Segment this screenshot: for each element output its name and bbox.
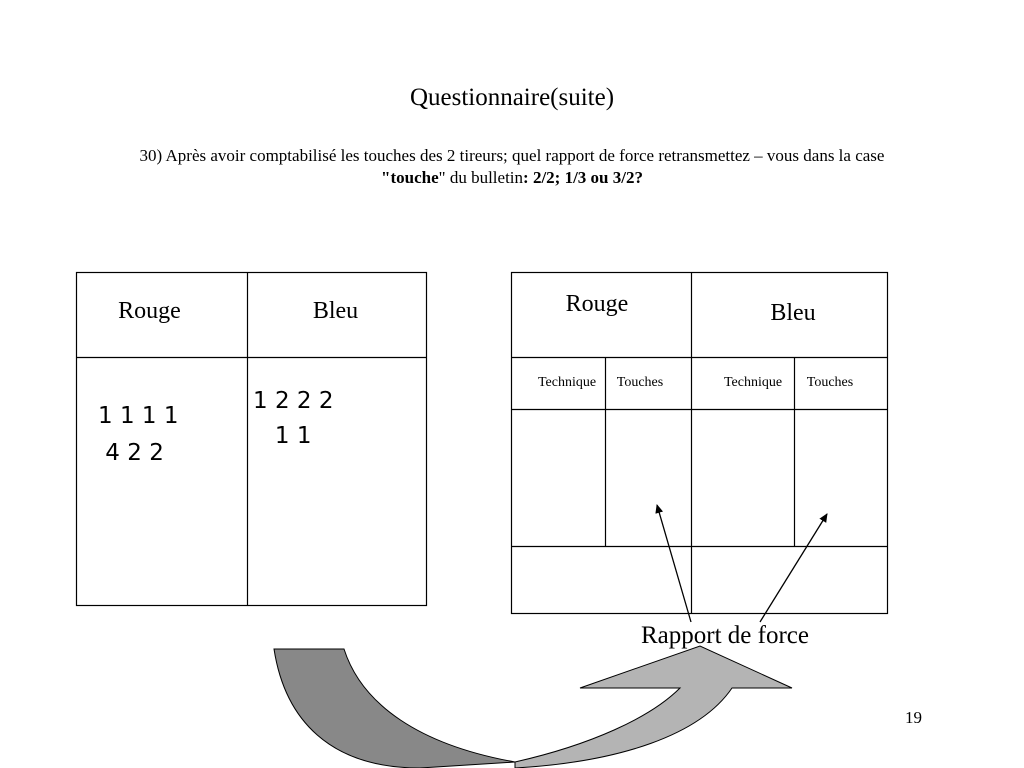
- arrow-to-bleu-touches: [759, 513, 828, 623]
- page-number: 19: [905, 708, 922, 727]
- bleu-touch-line2: 1 1: [253, 423, 312, 449]
- question-quote-open: ": [381, 168, 391, 187]
- question-bold-word: touche: [390, 168, 439, 187]
- rouge-touch-line1: 1 1 1 1: [98, 403, 179, 429]
- question-quote-close: ": [438, 168, 446, 187]
- arrow-to-rouge-touches: [655, 504, 692, 623]
- curved-arrow-icon: [273, 645, 793, 768]
- question-part1: 30) Après avoir comptabilisé les touches…: [139, 146, 885, 165]
- bleu-touch-line1: 1 2 2 2: [253, 388, 334, 414]
- right-bleu-touches-header: Touches: [806, 375, 854, 390]
- right-rouge-technique-header: Technique: [537, 375, 597, 390]
- left-table-grid: [75, 271, 428, 607]
- rouge-touch-line2: 4 2 2: [98, 440, 164, 466]
- right-col-bleu-header: Bleu: [770, 300, 816, 326]
- slide-title: Questionnaire(suite): [409, 84, 615, 111]
- left-col-bleu-header: Bleu: [312, 298, 359, 324]
- right-table-grid: [510, 271, 889, 615]
- question-part2: du bulletin: [445, 168, 524, 187]
- rapport-de-force-label: Rapport de force: [641, 622, 809, 649]
- question-text: 30) Après avoir comptabilisé les touches…: [40, 145, 984, 189]
- right-bleu-technique-header: Technique: [723, 375, 783, 390]
- right-col-rouge-header: Rouge: [565, 291, 629, 317]
- question-options: : 2/2; 1/3 ou 3/2?: [523, 168, 643, 187]
- right-rouge-touches-header: Touches: [616, 375, 664, 390]
- left-col-rouge-header: Rouge: [118, 298, 181, 324]
